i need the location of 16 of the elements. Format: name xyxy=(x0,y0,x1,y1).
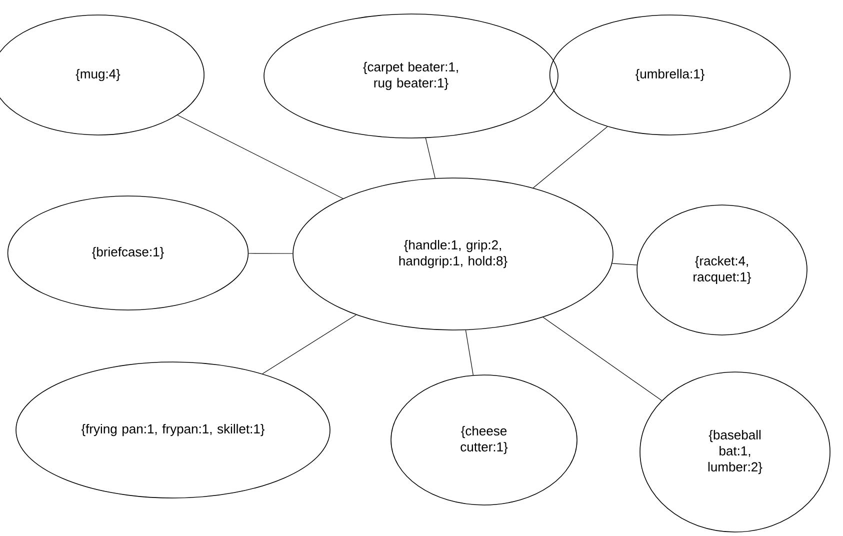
connector-line xyxy=(425,138,436,178)
connector-line xyxy=(612,263,638,266)
ellipse-node: {carpet beater:1, rug beater:1} xyxy=(264,14,558,138)
connector-line xyxy=(542,316,662,401)
ellipse-node: {briefcase:1} xyxy=(7,196,249,310)
ellipse-node: {baseball bat:1, lumber:2} xyxy=(640,372,830,532)
ellipse-node: {cheese cutter:1} xyxy=(390,374,578,506)
connector-line xyxy=(177,114,344,199)
ellipse-node: {handle:1, grip:2, handgrip:1, hold:8} xyxy=(292,178,614,330)
connector-line xyxy=(262,314,356,374)
ellipse-node: {racket:4, racquet:1} xyxy=(636,204,808,336)
ellipse-node: {umbrella:1} xyxy=(549,14,791,136)
connector-line xyxy=(248,253,293,254)
connector-line xyxy=(532,126,608,188)
ellipse-node: {frying pan:1, frypan:1, skillet:1} xyxy=(16,362,330,498)
connector-line xyxy=(465,330,474,376)
